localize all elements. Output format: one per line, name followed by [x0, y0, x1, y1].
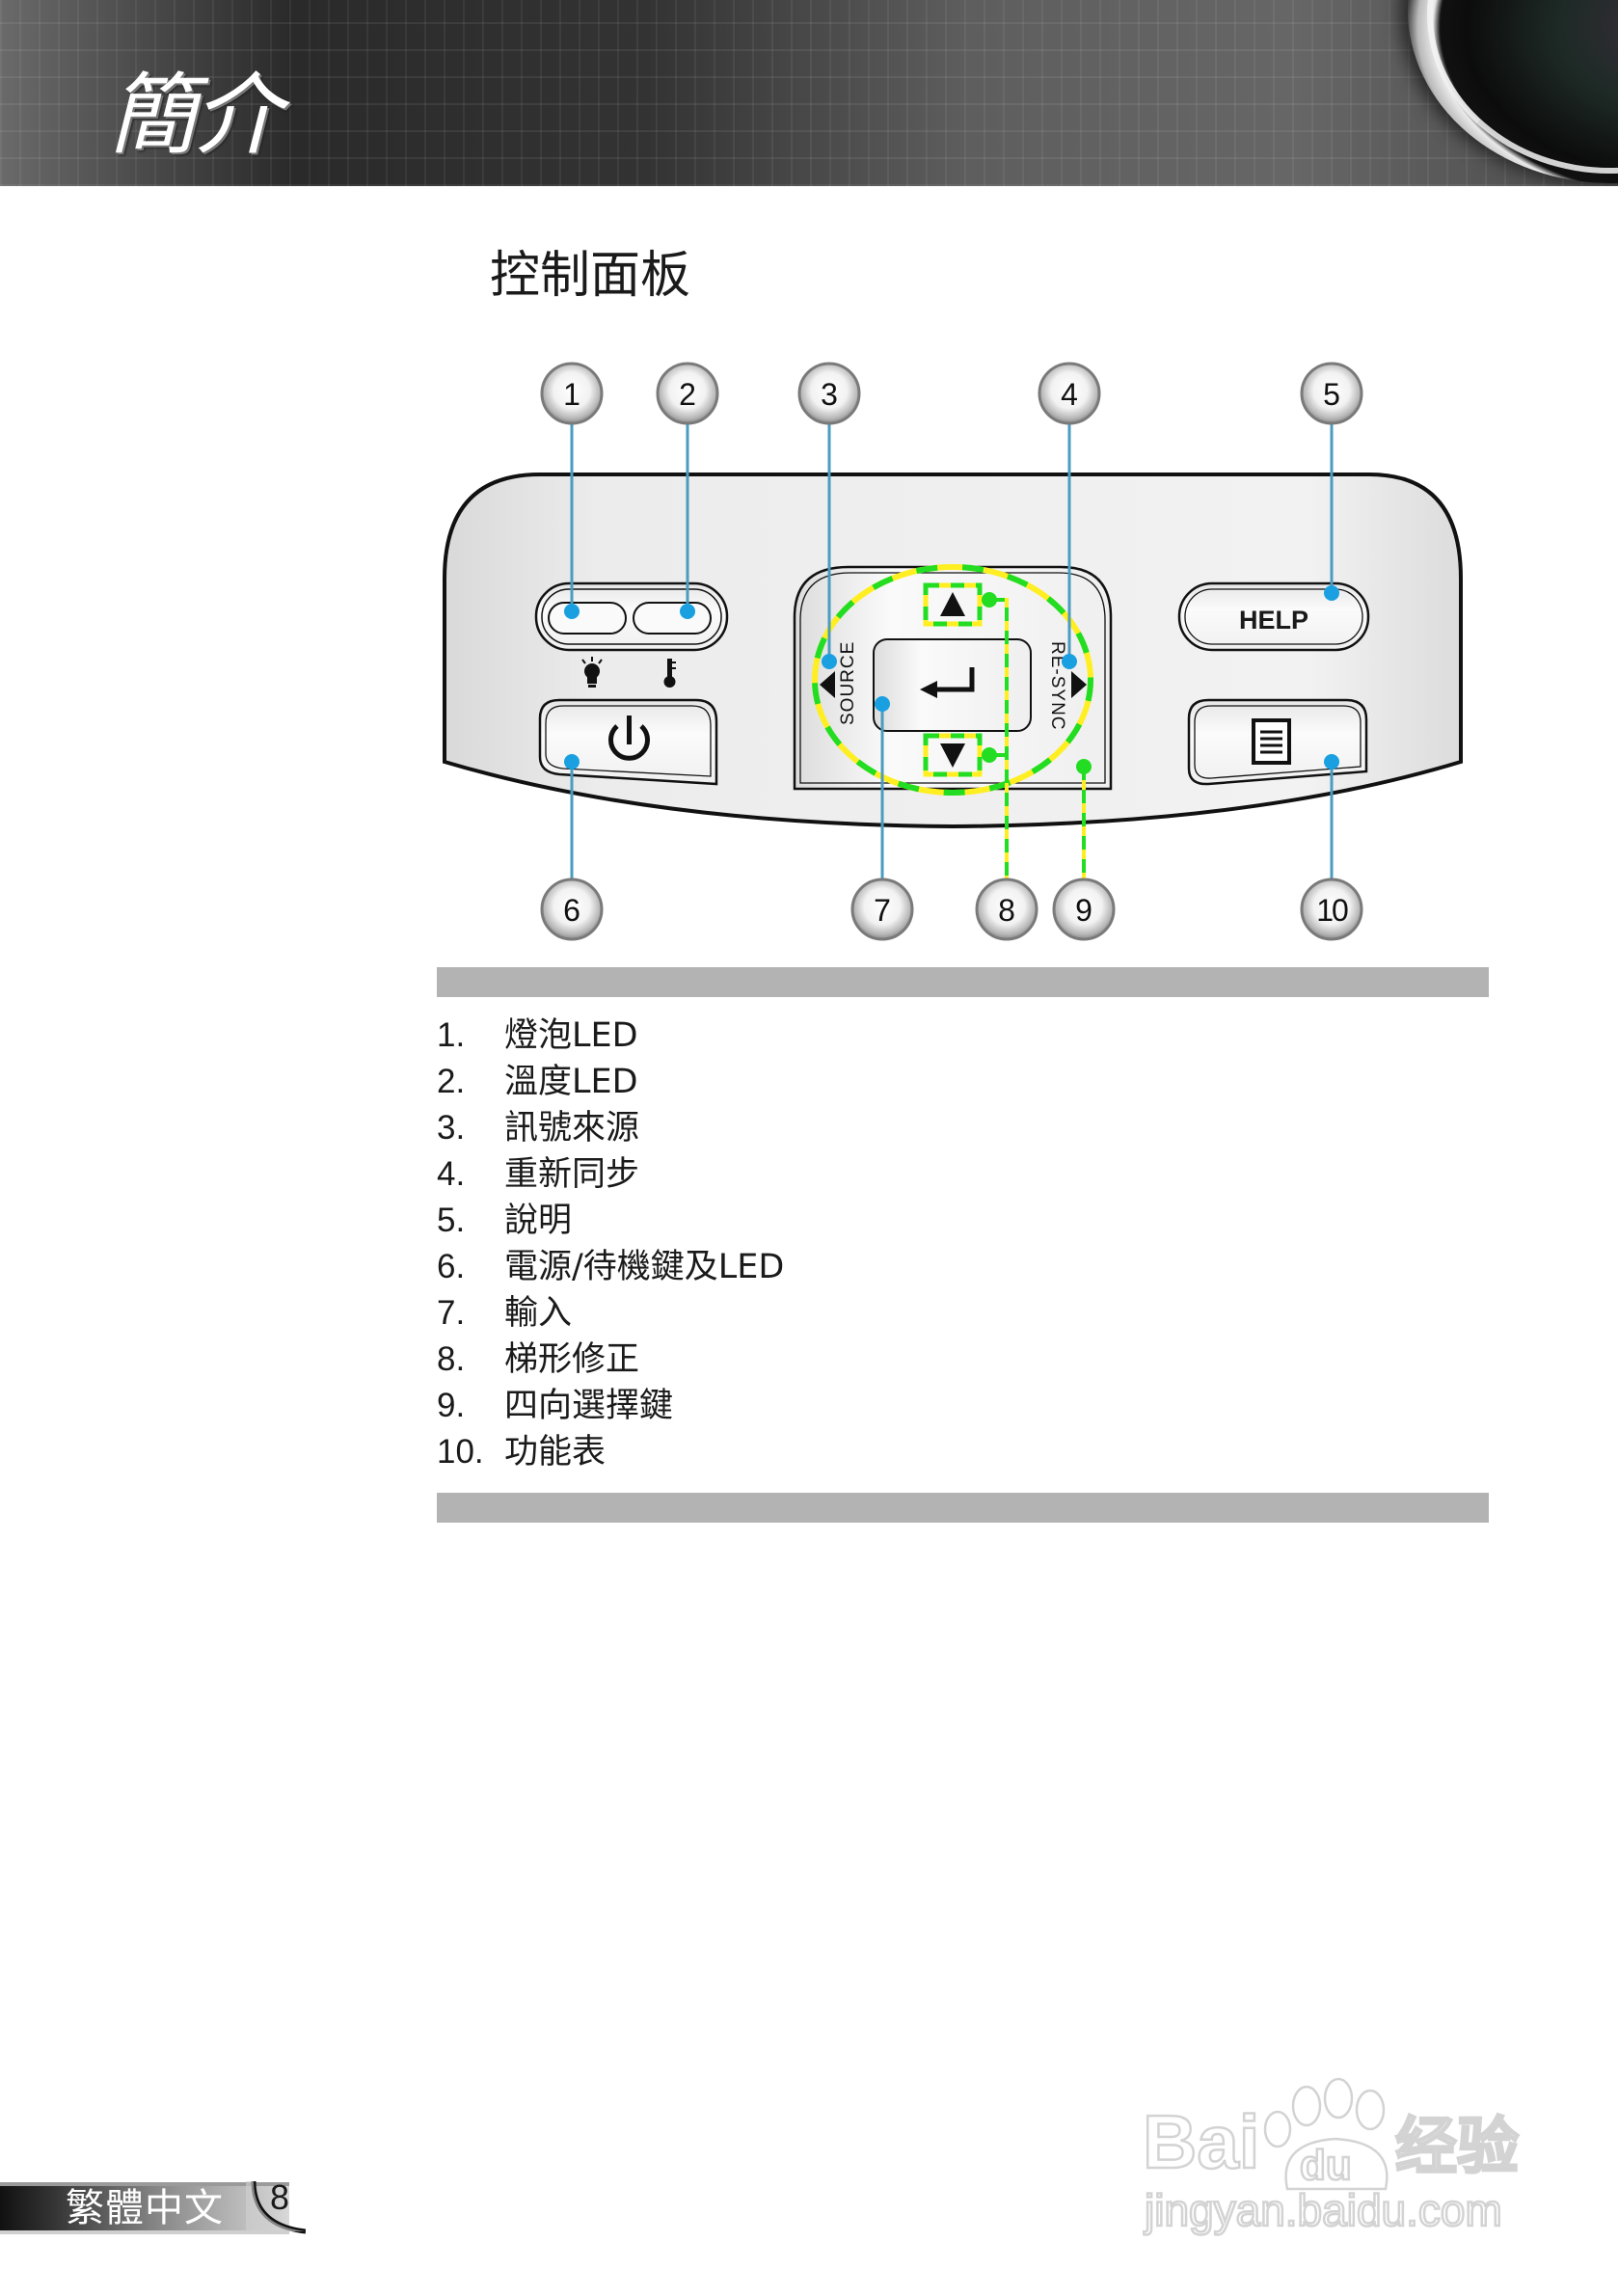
callout-1: 1 — [540, 362, 604, 425]
list-item: 9.四向選擇鍵 — [437, 1387, 674, 1425]
leader-dots — [564, 585, 1339, 770]
leader-lines — [570, 424, 1334, 878]
callouts-bottom: 6 7 8 9 10 — [540, 878, 1363, 941]
section-title: 控制面板 — [490, 247, 691, 305]
watermark-du: du — [1300, 2142, 1352, 2189]
watermark-brand: Bai — [1143, 2099, 1259, 2184]
footer-language-tab — [0, 2182, 289, 2234]
navigation-pad: SOURCE RE-SYNC — [793, 564, 1113, 796]
power-icon — [608, 716, 650, 761]
callout-6: 6 — [540, 878, 604, 941]
svg-text:6: 6 — [563, 893, 580, 928]
list-item: 5.說明 — [437, 1202, 573, 1240]
triangle-left-icon — [820, 671, 835, 698]
svg-text:5: 5 — [1323, 377, 1340, 412]
power-button — [538, 698, 718, 786]
enter-arrow-icon — [920, 667, 975, 698]
lightbulb-icon — [581, 657, 603, 688]
paw-icon — [1263, 2077, 1389, 2191]
triangle-down-icon — [940, 743, 965, 768]
list-item: 1.燈泡LED — [437, 1016, 638, 1055]
callout-8: 8 — [975, 878, 1038, 941]
keystone-down-key — [923, 733, 983, 777]
list-item: 6.電源/待機鍵及LED — [437, 1248, 785, 1286]
chapter-title: 簡介 — [108, 64, 282, 167]
svg-text:8: 8 — [998, 893, 1015, 928]
control-list: 1.燈泡LED 2.溫度LED 3.訊號來源 4.重新同步 5.說明 6.電源/… — [437, 1013, 784, 1475]
callout-2: 2 — [656, 362, 719, 425]
callout-3: 3 — [797, 362, 861, 425]
svg-text:9: 9 — [1075, 893, 1092, 928]
list-item: 2.溫度LED — [437, 1063, 638, 1101]
watermark-url: jingyan.baidu.com — [1143, 2185, 1502, 2235]
svg-text:10: 10 — [1316, 893, 1348, 928]
callout-9: 9 — [1052, 878, 1116, 941]
triangle-right-icon — [1071, 671, 1087, 698]
menu-button — [1187, 698, 1368, 786]
list-item: 3.訊號來源 — [437, 1109, 640, 1148]
resync-label: RE-SYNC — [1047, 641, 1067, 731]
source-label: SOURCE — [838, 641, 858, 725]
help-button: HELP — [1177, 581, 1370, 652]
page-number: 8 — [270, 2177, 290, 2217]
watermark-cn: 经验 — [1395, 2112, 1519, 2181]
thermometer-icon — [663, 659, 676, 688]
chapter-header: 簡介 — [0, 0, 1618, 186]
list-item: 4.重新同步 — [437, 1155, 640, 1194]
svg-text:2: 2 — [679, 377, 696, 412]
footer-language-label: 繁體中文 — [66, 2186, 224, 2230]
callout-10: 10 — [1300, 878, 1363, 941]
callout-5: 5 — [1300, 362, 1363, 425]
control-panel-diagram: SOURCE RE-SYNC HELP — [443, 362, 1463, 941]
callouts-top: 1 2 3 4 5 — [540, 362, 1363, 425]
triangle-up-icon — [940, 592, 965, 616]
callout-7: 7 — [850, 878, 914, 941]
keystone-up-key — [923, 582, 983, 627]
baidu-watermark: Bai du 经验 jingyan.baidu.com — [1143, 2077, 1520, 2236]
list-item: 8.梯形修正 — [437, 1340, 640, 1379]
svg-text:7: 7 — [874, 893, 891, 928]
menu-list-icon — [1252, 718, 1291, 765]
help-label: HELP — [1239, 606, 1308, 635]
footer-tab-curve — [246, 2180, 306, 2234]
list-item: 7.輸入 — [437, 1294, 573, 1333]
list-item: 10.功能表 — [437, 1433, 607, 1472]
separator-bar-top — [437, 967, 1489, 997]
callout-4: 4 — [1038, 362, 1101, 425]
led-group — [534, 581, 729, 652]
svg-text:3: 3 — [821, 377, 838, 412]
svg-text:1: 1 — [563, 377, 580, 412]
svg-text:4: 4 — [1061, 377, 1078, 412]
separator-bar-bottom — [437, 1493, 1489, 1523]
